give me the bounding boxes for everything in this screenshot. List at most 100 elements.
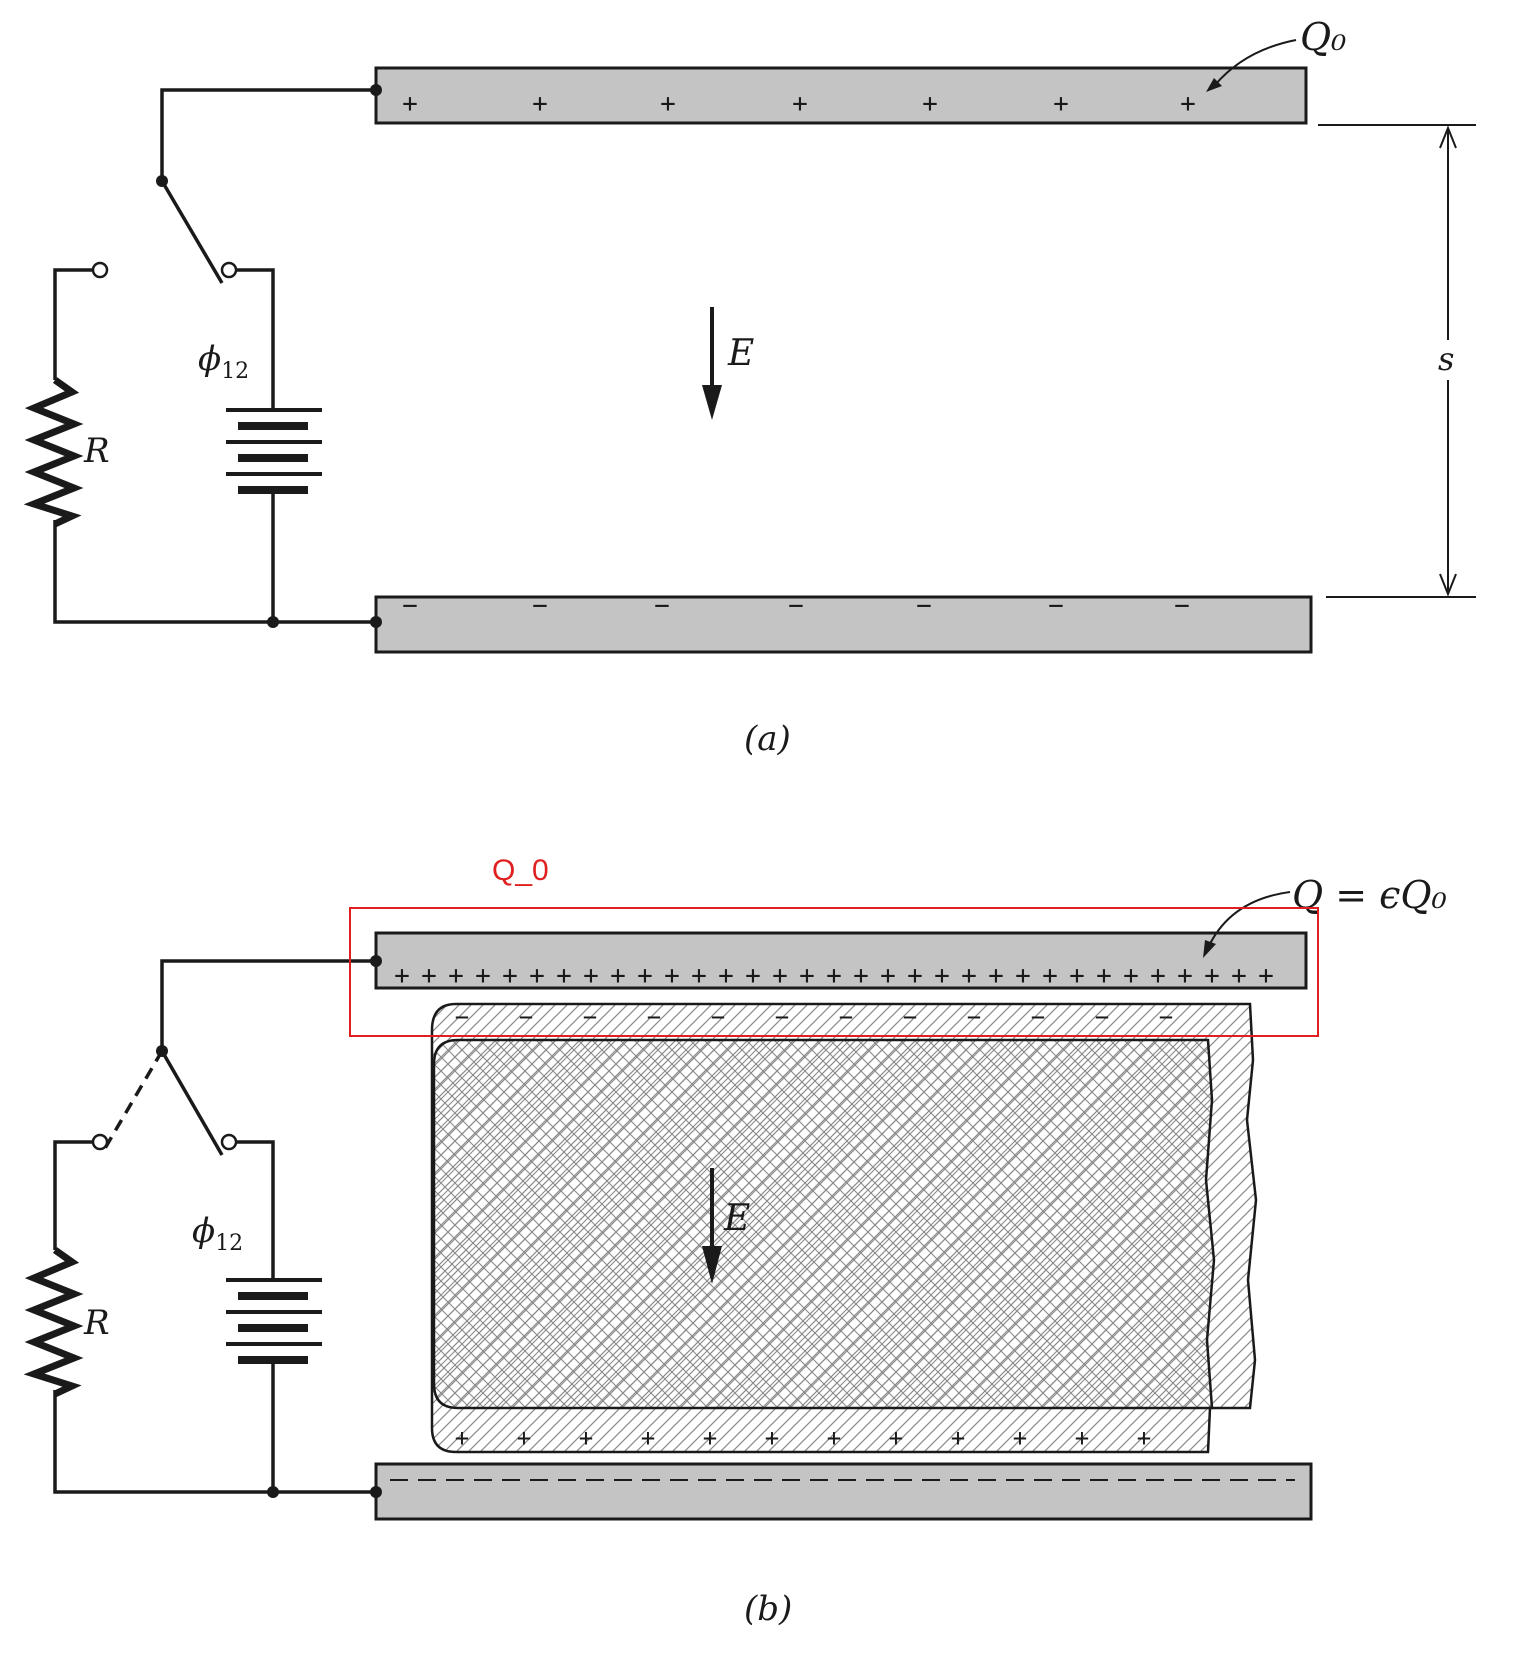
junction-top-plate-b (370, 955, 382, 967)
wire-resistor-top-a (53, 268, 93, 380)
bound-negative-charge: − (839, 1003, 853, 1031)
bound-negative-charge: − (1031, 1003, 1045, 1031)
field-arrow-head-b (702, 1246, 722, 1284)
switch-contact-battery-b (220, 1133, 238, 1151)
dielectric-interior (432, 1038, 1216, 1410)
battery-b (226, 1278, 322, 1364)
positive-charge: + (664, 961, 680, 991)
junction-bottom-a (267, 616, 279, 628)
positive-charge: + (1180, 89, 1196, 119)
negative-charge: − (654, 591, 670, 621)
positive-charge: + (880, 961, 896, 991)
bottom-plate-charges-a: −−−−−−− (402, 591, 1190, 621)
dielectric-negative-charges: −−−−−−−−−−−− (455, 1003, 1173, 1031)
battery-label-a: ϕ12 (198, 339, 249, 384)
bound-negative-charge: − (519, 1003, 533, 1031)
bound-positive-charge: + (1075, 1424, 1089, 1452)
bound-positive-charge: + (1137, 1424, 1151, 1452)
positive-charge: + (934, 961, 950, 991)
positive-charge: + (402, 89, 418, 119)
switch-blade-a (160, 180, 224, 284)
resistor-a (23, 377, 84, 528)
bound-positive-charge: + (455, 1424, 469, 1452)
battery-label-b: ϕ12 (192, 1211, 243, 1256)
positive-charge: + (583, 961, 599, 991)
positive-charge: + (799, 961, 815, 991)
caption-b: (b) (744, 1589, 792, 1629)
top-plate-charges-b: +++++++++++++++++++++++++++++++++ (394, 961, 1274, 991)
positive-charge: + (1096, 961, 1112, 991)
positive-charge: + (660, 89, 676, 119)
bound-negative-charge: − (1095, 1003, 1109, 1031)
negative-charge: − (788, 591, 804, 621)
bound-positive-charge: + (1013, 1424, 1027, 1452)
dielectric-positive-charges: ++++++++++++ (455, 1424, 1151, 1452)
bound-negative-charge: − (1159, 1003, 1173, 1031)
positive-charge: + (502, 961, 518, 991)
positive-charge: + (1177, 961, 1193, 991)
charge-pointer-a (1214, 39, 1297, 86)
annotation-box (349, 907, 1319, 1037)
positive-charge: + (1123, 961, 1139, 991)
separation-arrow-up (1439, 125, 1457, 149)
charge-pointer-b (1207, 891, 1291, 949)
negative-charge: − (1174, 591, 1190, 621)
positive-charge: + (1150, 961, 1166, 991)
positive-charge: + (529, 961, 545, 991)
positive-charge: + (610, 961, 626, 991)
charge-pointer-head-a (1206, 78, 1222, 92)
positive-charge: + (853, 961, 869, 991)
junction-top-plate-a (370, 84, 382, 96)
positive-charge: + (718, 961, 734, 991)
positive-charge: + (1015, 961, 1031, 991)
positive-charge: + (475, 961, 491, 991)
positive-charge: + (637, 961, 653, 991)
positive-charge: + (691, 961, 707, 991)
top-plate-b (374, 931, 1308, 990)
bound-negative-charge: − (583, 1003, 597, 1031)
wire-battery-top-a (236, 268, 275, 410)
junction-bottom-plate-a (370, 616, 382, 628)
bound-negative-charge: − (903, 1003, 917, 1031)
wire-battery-top-b (236, 1140, 275, 1280)
positive-charge: + (922, 89, 938, 119)
positive-charge: + (1204, 961, 1220, 991)
field-arrow-head-a (702, 385, 722, 420)
bound-negative-charge: − (455, 1003, 469, 1031)
switch-blade-b (160, 1050, 224, 1156)
top-plate-charges-a: +++++++ (402, 89, 1196, 119)
positive-charge: + (792, 89, 808, 119)
positive-charge: + (988, 961, 1004, 991)
resistor-label-a: R (83, 431, 110, 471)
bound-positive-charge: + (517, 1424, 531, 1452)
positive-charge: + (448, 961, 464, 991)
caption-a: (a) (744, 719, 791, 759)
field-label-a: E (727, 333, 754, 374)
switch-contact-resistor-b (91, 1133, 109, 1151)
positive-charge: + (907, 961, 923, 991)
charge-pointer-head-b (1203, 940, 1216, 958)
positive-charge: + (1069, 961, 1085, 991)
bound-positive-charge: + (951, 1424, 965, 1452)
junction-bottom-b (267, 1486, 279, 1498)
bound-negative-charge: − (711, 1003, 725, 1031)
positive-charge: + (745, 961, 761, 991)
bottom-plate-b (374, 1462, 1313, 1521)
bound-negative-charge: − (967, 1003, 981, 1031)
negative-charge: − (1048, 591, 1064, 621)
negative-charge: − (402, 591, 418, 621)
separation-arrow-down (1439, 573, 1457, 597)
bound-negative-charge: − (775, 1003, 789, 1031)
positive-charge: + (1042, 961, 1058, 991)
bound-positive-charge: + (827, 1424, 841, 1452)
panel-b: + + + + + + + + + + + + + + + + + + + + + + + + + + + + + + + + + − − − − − −… (23, 873, 1447, 1629)
positive-charge: + (421, 961, 437, 991)
positive-charge: + (394, 961, 410, 991)
wire-resistor-bottom-b (53, 1390, 376, 1494)
positive-charge: + (1053, 89, 1069, 119)
bound-positive-charge: + (579, 1424, 593, 1452)
wire-top-a (160, 88, 376, 180)
resistor-label-b: R (83, 1303, 110, 1343)
switch-contact-battery-a (220, 261, 238, 279)
